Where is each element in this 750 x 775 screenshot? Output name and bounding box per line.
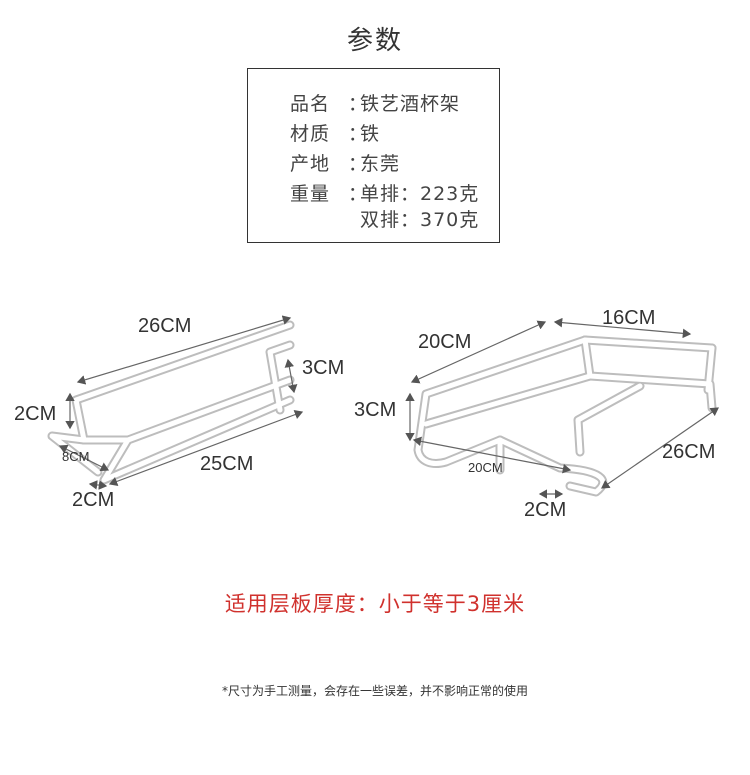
page-title: 参数 xyxy=(346,26,403,56)
dim-label: 20CM xyxy=(418,331,471,353)
spec-key: 重量 xyxy=(290,183,331,205)
dim-label: 2CM xyxy=(72,489,114,511)
spec-row-name: 品名：铁艺酒杯架 xyxy=(290,89,460,116)
dim-line xyxy=(410,320,547,384)
spec-row-origin: 产地：东莞 xyxy=(290,149,400,176)
spec-value: 双排：370克 xyxy=(360,209,480,231)
measurement-disclaimer: *尺寸为手工测量，会存在一些误差，并不影响正常的使用 xyxy=(221,684,528,698)
dim-label: 16CM xyxy=(602,307,655,329)
spec-row-weight: 重量：单排：223克 xyxy=(290,179,479,206)
spec-value: 铁 xyxy=(360,123,381,145)
dim-line xyxy=(76,315,292,385)
dim-label: 2CM xyxy=(524,499,566,521)
spec-row-weight-double: 双排：370克 xyxy=(290,205,479,232)
spec-value: 东莞 xyxy=(360,153,401,175)
rack-diagrams: 26CM 2CM 3CM 8CM 25CM 2CM xyxy=(14,307,719,521)
spec-row-material: 材质：铁 xyxy=(290,119,380,146)
spec-key: 产地 xyxy=(290,153,331,175)
dim-line xyxy=(601,407,719,489)
dim-label: 2CM xyxy=(14,403,56,425)
dim-label: 25CM xyxy=(200,453,253,475)
dim-line xyxy=(88,480,108,490)
spec-key: 品名 xyxy=(290,93,331,115)
spec-value: 铁艺酒杯架 xyxy=(360,93,461,115)
spec-box: 品名：铁艺酒杯架 材质：铁 产地：东莞 重量：单排：223克 双排：370克 xyxy=(247,68,500,243)
dim-label: 26CM xyxy=(138,315,191,337)
dim-label: 26CM xyxy=(662,441,715,463)
dim-label: 8CM xyxy=(62,449,89,464)
dim-line xyxy=(58,444,110,472)
dim-line xyxy=(284,358,298,394)
dim-line xyxy=(412,436,572,474)
dim-label: 3CM xyxy=(302,357,344,379)
shelf-thickness-note: 适用层板厚度：小于等于3厘米 xyxy=(224,592,526,616)
dim-line xyxy=(108,410,304,486)
dim-line xyxy=(553,317,692,339)
spec-key: 材质 xyxy=(290,123,331,145)
spec-value: 单排：223克 xyxy=(360,183,480,205)
dim-label: 20CM xyxy=(468,460,503,475)
dim-label: 3CM xyxy=(354,399,396,421)
